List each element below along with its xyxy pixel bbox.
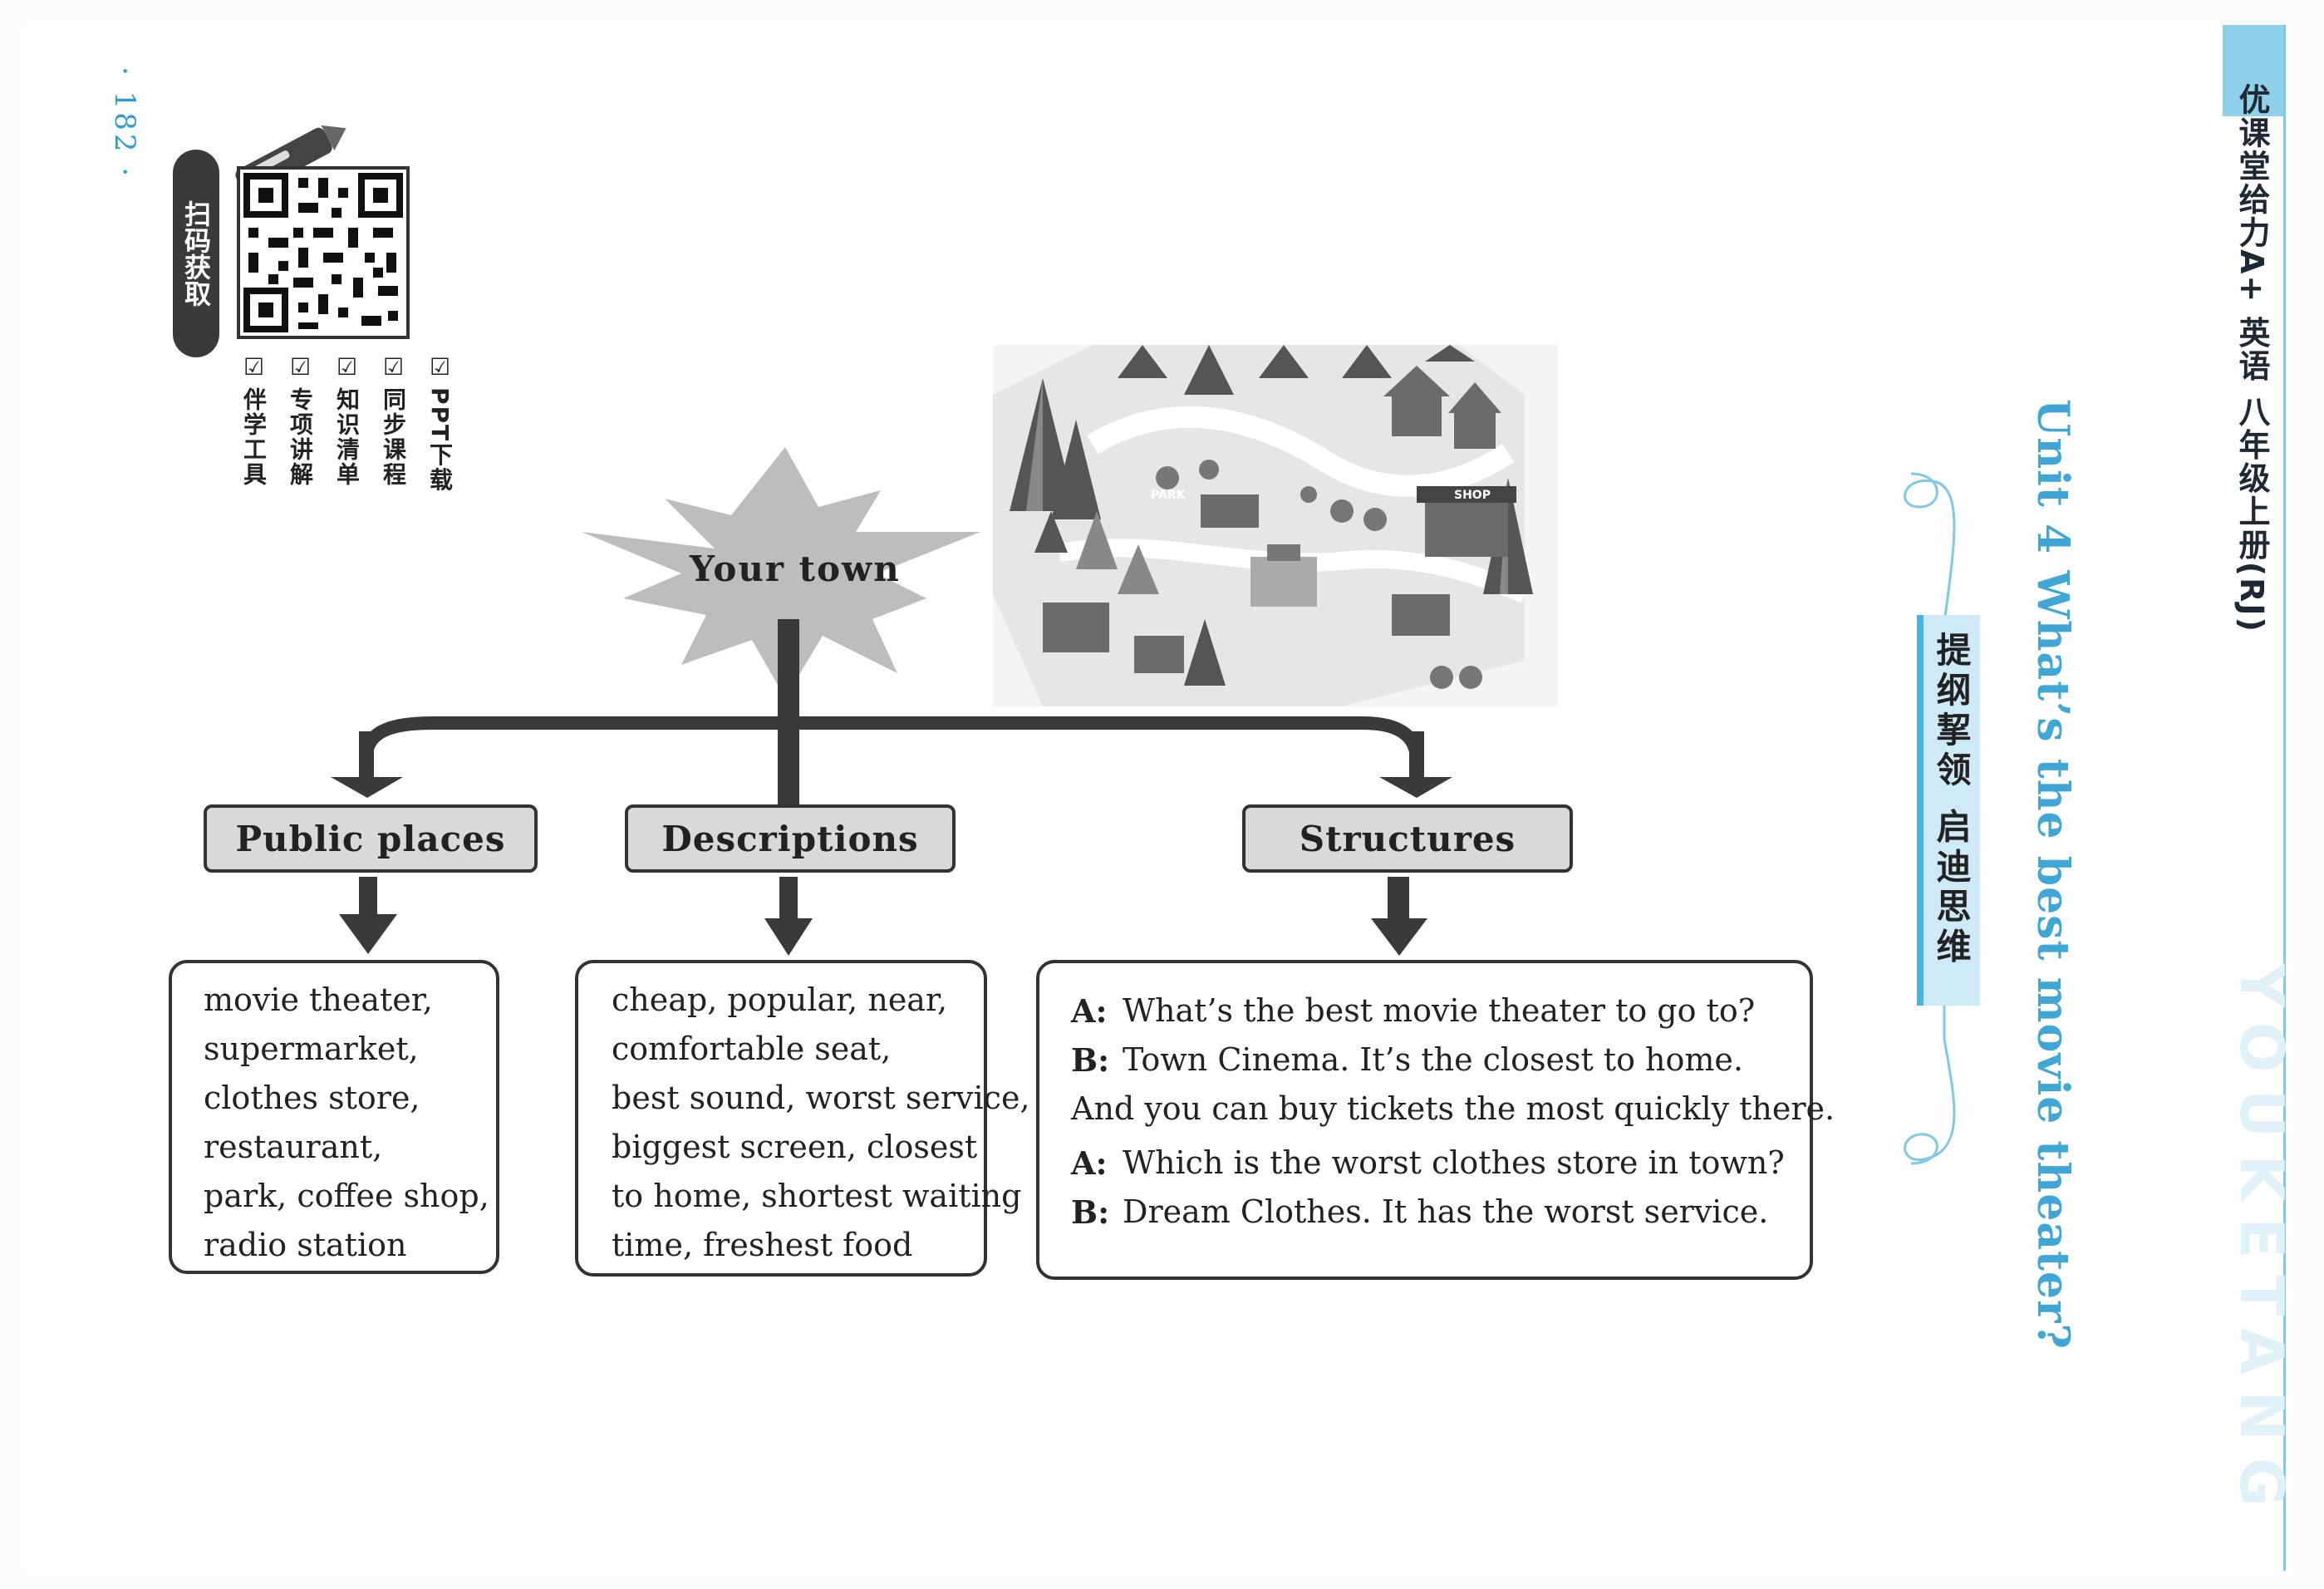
feature-list: ☑ PPT下载 ☑ 同步课程 ☑ 知识清单 ☑ 专项讲解 ☑ 伴学工具	[237, 353, 456, 492]
dialog-text: Dream Clothes. It has the worst service.	[1123, 1193, 1769, 1230]
dialog-line: B: Town Cinema. It’s the closest to home.	[1071, 1036, 1810, 1085]
structures-down-arrowhead	[1371, 918, 1427, 956]
list-item: best sound, worst service,	[612, 1080, 1030, 1116]
speaker-label: B:	[1071, 1041, 1110, 1079]
qr-code[interactable]	[237, 166, 410, 339]
feature-item: ☑ 知识清单	[330, 353, 363, 492]
public-places-box: movie theater, supermarket, clothes stor…	[169, 960, 499, 1274]
dialog-text: And you can buy tickets the most quickly…	[1071, 1090, 1835, 1127]
shop-sign: SHOP	[1454, 489, 1491, 502]
dialog-text: Which is the worst clothes store in town…	[1123, 1144, 1785, 1181]
list-item: park, coffee shop,	[204, 1178, 489, 1214]
feature-item: ☑ 专项讲解	[283, 353, 317, 492]
structures-down-stem	[1388, 877, 1409, 922]
unit-title: Unit 4 What’s the best movie theater?	[2027, 399, 2078, 1350]
feature-label: 专项讲解	[287, 387, 314, 487]
list-item: cheap, popular, near,	[612, 981, 948, 1018]
feature-label: 同步课程	[380, 387, 407, 487]
book-series-title: 优课堂给力A+ 英语 八年级上册(RJ)	[2233, 83, 2270, 633]
list-item: biggest screen, closest	[612, 1129, 978, 1165]
watermark: YOUKETANG	[2227, 964, 2297, 1523]
town-illustration: PARK SHOP	[993, 345, 1558, 706]
park-sign: PARK	[1151, 489, 1187, 502]
public-places-down-stem	[359, 877, 377, 918]
list-item: supermarket,	[204, 1031, 419, 1067]
branch-bar	[359, 716, 1423, 761]
descriptions-down-arrowhead	[764, 918, 813, 956]
feature-label: PPT下载	[426, 387, 454, 493]
dialog-line: B: Dream Clothes. It has the worst servic…	[1071, 1188, 1810, 1237]
check-icon: ☑	[240, 353, 268, 382]
center-burst	[582, 447, 980, 698]
header-band-line	[2283, 25, 2286, 1571]
check-icon: ☑	[333, 353, 361, 382]
list-item: clothes store,	[204, 1080, 420, 1116]
qr-code-pattern	[243, 173, 403, 332]
dialog-text: Town Cinema. It’s the closest to home.	[1123, 1041, 1743, 1078]
feature-label: 知识清单	[333, 387, 361, 487]
feature-item: ☑ PPT下载	[423, 353, 456, 492]
list-item: radio station	[204, 1227, 407, 1263]
list-item: to home, shortest waiting	[612, 1178, 1022, 1214]
center-trunk	[778, 619, 799, 756]
speaker-label: A:	[1071, 1144, 1108, 1182]
middle-branch-stem	[778, 748, 799, 806]
category-public-places: Public places	[204, 804, 538, 873]
tagline-banner	[1917, 615, 1980, 1006]
category-structures: Structures	[1242, 804, 1573, 873]
structures-box: A: What’s the best movie theater to go to…	[1036, 960, 1835, 1280]
page-number: · 182 ·	[108, 66, 141, 180]
list-item: comfortable seat,	[612, 1031, 892, 1067]
scan-to-get-button[interactable]: 扫码获取	[173, 150, 219, 357]
descriptions-box: cheap, popular, near, comfortable seat, …	[575, 960, 1030, 1277]
feature-item: ☑ 伴学工具	[237, 353, 270, 492]
list-item: movie theater,	[204, 981, 433, 1018]
list-item: restaurant,	[204, 1129, 383, 1165]
speaker-label: B:	[1071, 1193, 1110, 1231]
dialog-line: And you can buy tickets the most quickly…	[1071, 1085, 1835, 1134]
header-band	[2223, 25, 2285, 116]
dialog-text: What’s the best movie theater to go to?	[1123, 992, 1756, 1029]
feature-label: 伴学工具	[240, 387, 268, 487]
left-branch-stem	[359, 731, 374, 781]
speaker-label: A:	[1071, 992, 1108, 1030]
town-map-image: PARK SHOP	[993, 345, 1533, 706]
public-places-down-arrowhead	[339, 914, 397, 954]
right-branch-stem	[1409, 731, 1424, 781]
dialog-line: A: Which is the worst clothes store in to…	[1071, 1139, 1810, 1188]
tagline: 提纲挈领 启迪思维	[1931, 632, 1972, 968]
check-icon: ☑	[380, 353, 407, 382]
check-icon: ☑	[426, 353, 454, 382]
dialog-line: A: What’s the best movie theater to go to…	[1071, 986, 1810, 1036]
left-branch-arrowhead	[331, 777, 403, 798]
feature-item: ☑ 同步课程	[376, 353, 410, 492]
right-branch-arrowhead	[1379, 777, 1452, 798]
center-topic: Your town	[690, 549, 901, 589]
list-item: time, freshest food	[612, 1227, 913, 1263]
check-icon: ☑	[287, 353, 314, 382]
category-descriptions: Descriptions	[625, 804, 956, 873]
descriptions-down-stem	[779, 877, 798, 922]
